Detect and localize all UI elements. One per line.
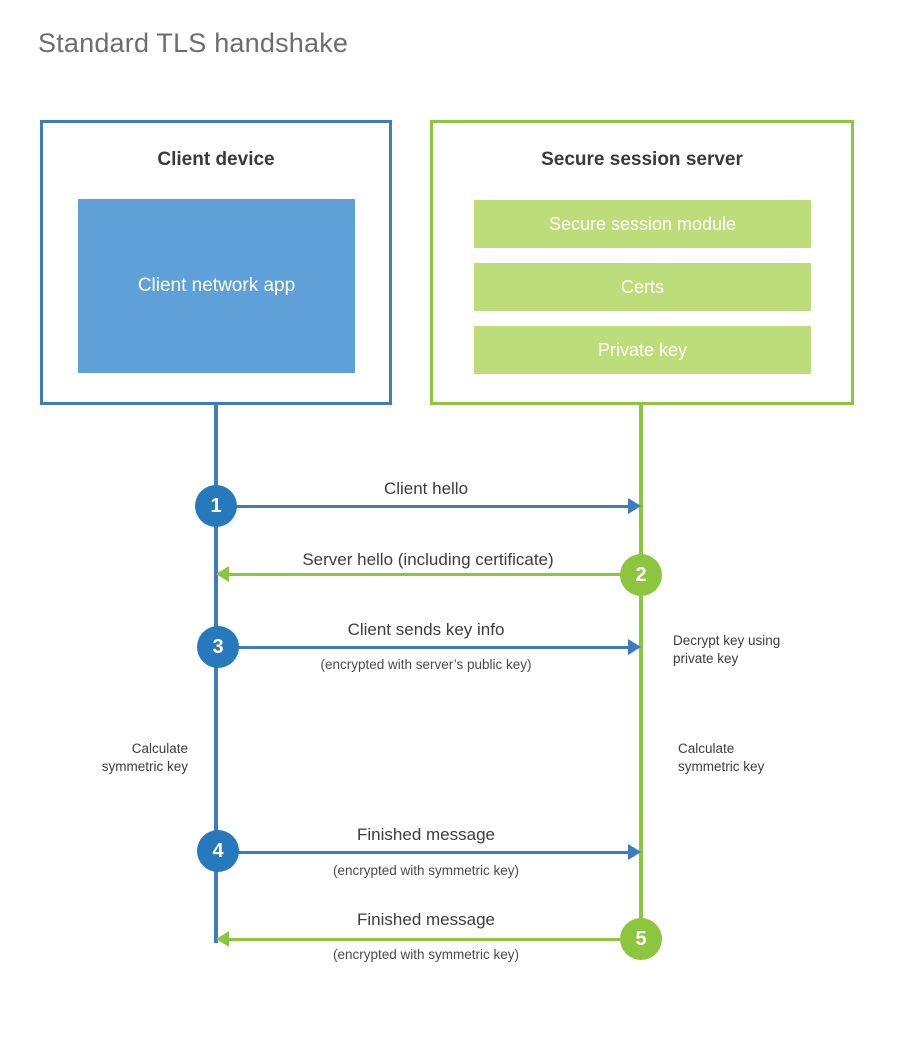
server-bar-private-key: Private key [474, 326, 811, 374]
step-5-arrow-line [228, 938, 620, 941]
step-4-sublabel: (encrypted with symmetric key) [332, 863, 520, 878]
step-3-sublabel: (encrypted with server’s public key) [320, 657, 532, 672]
step-circle-3: 3 [197, 626, 239, 668]
client-lifeline [214, 405, 218, 943]
server-lifeline [639, 405, 643, 942]
step-circle-1: 1 [195, 485, 237, 527]
step-1-arrow-line [216, 505, 631, 508]
step-1-arrowhead-icon [628, 498, 641, 514]
step-5-sublabel: (encrypted with symmetric key) [332, 947, 520, 962]
page-title: Standard TLS handshake [38, 28, 349, 58]
step-4-label: Finished message [357, 825, 495, 844]
step-4-arrow-line [216, 851, 631, 854]
secure-session-server-title: Secure session server [541, 149, 743, 170]
client-device-panel: Client device Client network app [40, 120, 392, 405]
server-bar-secure-session-module: Secure session module [474, 200, 811, 248]
step-3-label: Client sends key info [347, 620, 505, 639]
step-5-arrowhead-icon [216, 931, 229, 947]
step-2-label: Server hello (including certificate) [302, 550, 554, 569]
step-1-label: Client hello [383, 479, 469, 498]
step-4-arrowhead-icon [628, 844, 641, 860]
server-bar-certs: Certs [474, 263, 811, 311]
annotation-calculate-symmetric-key-server: Calculate symmetric key [678, 741, 765, 774]
step-2-arrowhead-icon [216, 566, 229, 582]
client-network-app-block: Client network app [78, 199, 355, 373]
step-3-arrow-line [216, 646, 631, 649]
step-circle-4: 4 [197, 830, 239, 872]
step-3-arrowhead-icon [628, 639, 641, 655]
step-5-label: Finished message [357, 910, 495, 929]
step-2-arrow-line [228, 573, 641, 576]
client-device-title: Client device [157, 149, 275, 170]
step-circle-5: 5 [620, 918, 662, 960]
annotation-calculate-symmetric-key-client: Calculate symmetric key [101, 741, 188, 774]
step-circle-2: 2 [620, 554, 662, 596]
annotation-decrypt-key: Decrypt key using private key [673, 633, 781, 666]
secure-session-server-panel: Secure session server Secure session mod… [430, 120, 854, 405]
